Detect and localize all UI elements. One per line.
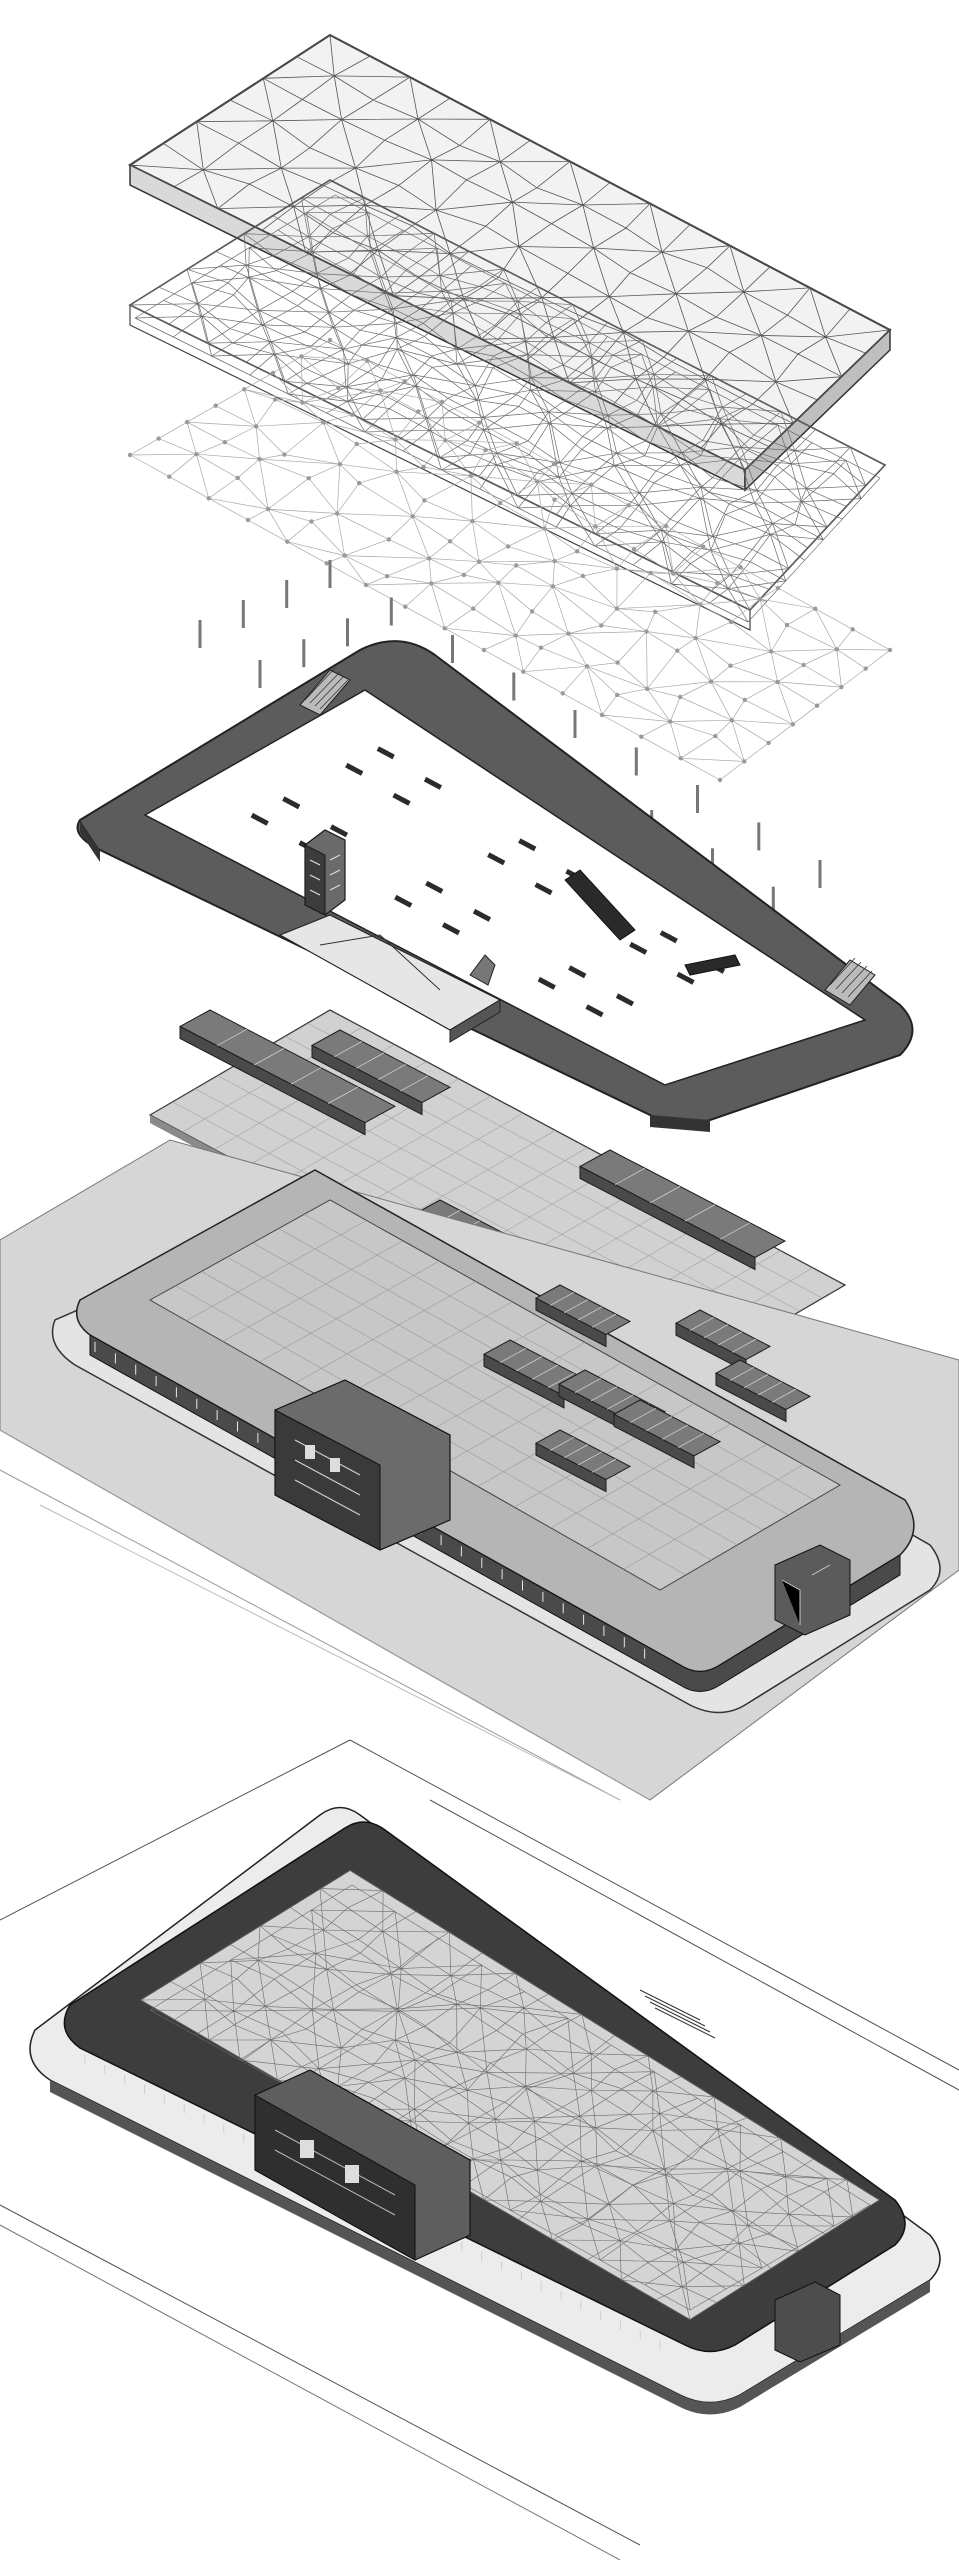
main-entrance [274,1379,451,1551]
assembled-entrance [254,2069,471,2261]
assembled-stair [639,1989,716,2039]
escalator-2 [684,954,741,976]
ground-floor-hall [0,1139,959,1801]
deck-sculpture [469,954,496,986]
escalator-1 [564,869,636,941]
stair-east [824,957,876,1006]
side-entrance [774,1544,851,1636]
entrance-canopy [278,914,502,1043]
stair-north [299,667,351,716]
elevator-tower [304,829,346,916]
assembled-side-entrance [774,2281,841,2363]
glass-roof-shell [127,33,892,492]
upper-ring-deck [76,640,914,1132]
assembled-building [0,1739,959,2560]
node-truss-frame [127,337,893,783]
space-truss-frame [128,179,887,631]
